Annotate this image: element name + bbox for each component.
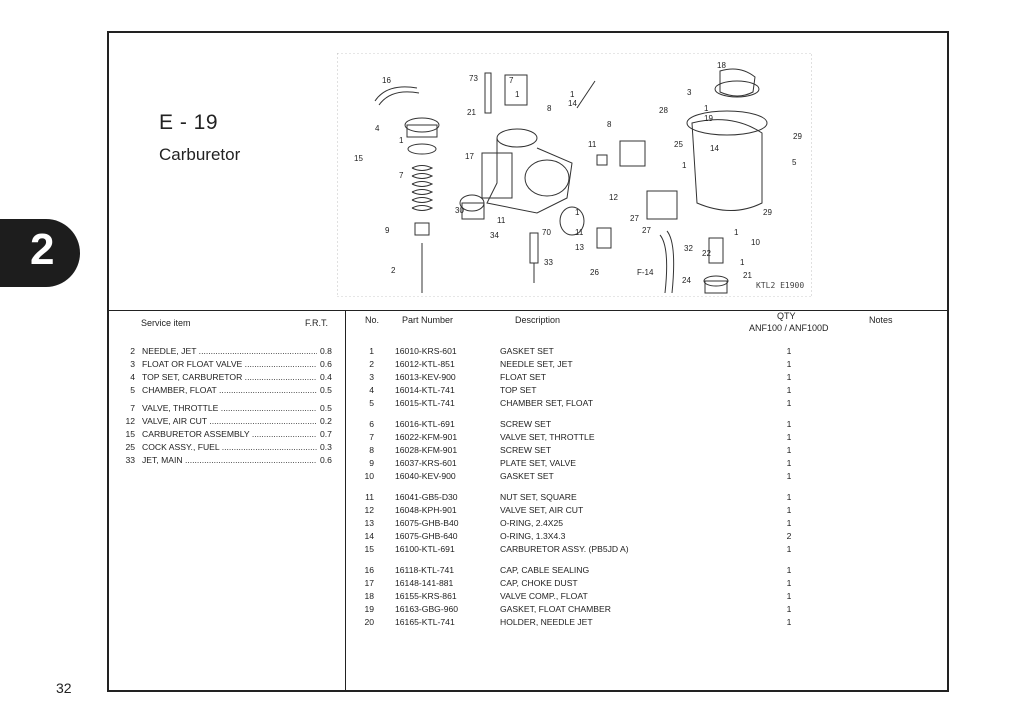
chapter-tab-number: 2 [30,225,55,274]
svg-text:F-14: F-14 [637,268,654,277]
svg-text:4: 4 [375,124,380,133]
svg-text:25: 25 [674,140,683,149]
chapter-tab: 2 [0,219,80,287]
svg-text:21: 21 [743,271,752,280]
svg-text:1: 1 [682,161,687,170]
header-divider [109,310,947,311]
svg-text:32: 32 [684,244,693,253]
svg-text:27: 27 [630,214,639,223]
svg-text:11: 11 [497,216,506,225]
svg-text:3: 3 [687,88,692,97]
svg-text:27: 27 [642,226,651,235]
svg-text:5: 5 [792,158,797,167]
svg-text:22: 22 [702,249,711,258]
svg-text:24: 24 [682,276,691,285]
svg-text:13: 13 [575,243,584,252]
svg-text:21: 21 [467,108,476,117]
svg-text:1: 1 [704,104,709,113]
svg-text:8: 8 [547,104,552,113]
svg-text:2: 2 [391,266,396,275]
svg-text:12: 12 [609,193,618,202]
notes-header: Notes [869,315,893,325]
svg-text:11: 11 [588,140,597,149]
svg-text:29: 29 [793,132,802,141]
svg-text:26: 26 [590,268,599,277]
svg-text:33: 33 [544,258,553,267]
part-number-header: Part Number [402,315,454,325]
svg-text:14: 14 [568,99,577,108]
svg-text:15: 15 [354,154,363,163]
svg-text:1: 1 [575,208,580,217]
svg-text:70: 70 [542,228,551,237]
section-title: Carburetor [159,145,241,164]
section-code: E - 19 [159,111,219,134]
svg-text:1: 1 [399,136,404,145]
svg-text:8: 8 [607,120,612,129]
svg-text:14: 14 [710,144,719,153]
svg-text:29: 29 [763,208,772,217]
svg-text:9: 9 [385,226,390,235]
page-number: 32 [56,680,72,696]
svg-text:11: 11 [575,228,584,237]
description-header: Description [515,315,561,325]
svg-text:17: 17 [465,152,474,161]
svg-text:73: 73 [469,74,478,83]
svg-text:1: 1 [740,258,745,267]
svg-text:7: 7 [509,76,514,85]
qty-header: QTY [777,311,796,321]
svg-text:10: 10 [751,238,760,247]
svg-text:30: 30 [455,206,464,215]
svg-text:18: 18 [717,61,726,70]
svg-text:1: 1 [734,228,739,237]
svg-text:1: 1 [570,90,575,99]
svg-text:28: 28 [659,106,668,115]
svg-text:1: 1 [515,90,520,99]
svg-text:16: 16 [382,76,391,85]
no-header: No. [365,315,380,325]
diagram-reference: KTL2 E1900 [756,281,805,290]
svg-text:7: 7 [399,171,404,180]
column-divider [345,310,346,690]
svg-text:19: 19 [704,114,713,123]
service-item-header: Service item [141,318,191,328]
qty-models-header: ANF100 / ANF100D [749,323,829,333]
svg-text:34: 34 [490,231,499,240]
parts-page-frame: E - 19 Carburetor [107,31,949,692]
frt-header: F.R.T. [305,318,329,328]
